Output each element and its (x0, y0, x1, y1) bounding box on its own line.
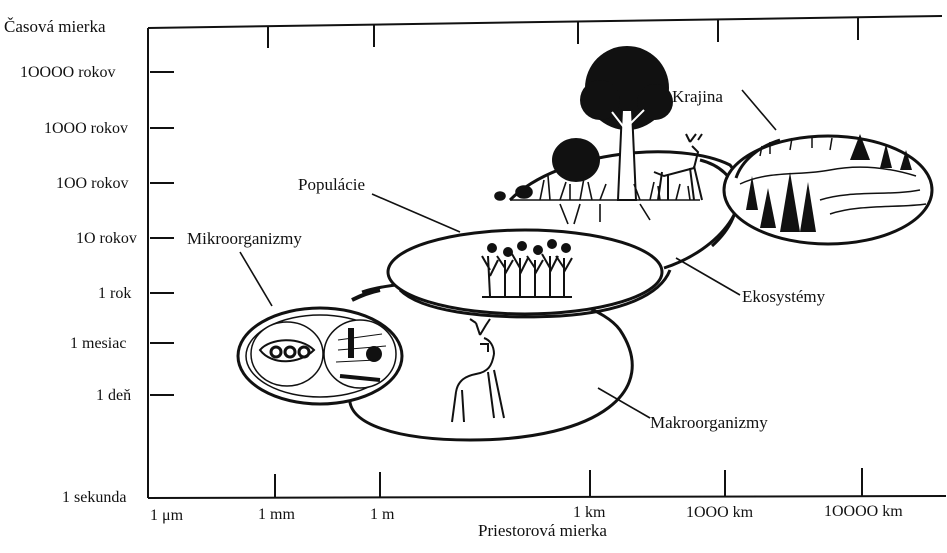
undergrowth-icon (495, 176, 700, 224)
microorganism-circle (238, 308, 402, 404)
y-tick-label: 1OOOO rokov (20, 64, 116, 81)
x-axis-title: Priestorová mierka (478, 521, 607, 540)
x-tick-label: 1 km (573, 504, 606, 521)
y-tick-label: 1O rokov (76, 230, 137, 247)
x-tick-label: 1 mm (258, 506, 295, 523)
y-tick-label: 1OO rokov (56, 175, 128, 192)
x-ticks (275, 468, 862, 497)
cell-right-icon (324, 320, 396, 388)
label-macro: Makroorganizmy (650, 413, 768, 432)
y-tick-labels: 1 sekunda 1 deň 1 mesiac 1 rok 1O rokov … (20, 64, 137, 506)
label-landscape: Krajina (672, 87, 723, 106)
x-tick-label: 1 m (370, 506, 395, 523)
x-tick-label: 1OOOO km (824, 503, 903, 520)
y-tick-label: 1 mesiac (70, 335, 126, 352)
x-tick-label: 1 μm (150, 507, 184, 524)
cell-left-icon (251, 322, 323, 386)
population-ellipse (388, 230, 670, 317)
y-ticks (150, 72, 174, 395)
y-tick-label: 1 rok (98, 285, 131, 302)
y-tick-label: 1OOO rokov (44, 120, 128, 137)
landscape-ellipse (724, 134, 932, 244)
label-micro: Mikroorganizmy (187, 229, 302, 248)
shrub-icon (552, 138, 600, 182)
label-ecosystem: Ekosystémy (742, 287, 826, 306)
tree-icon (580, 46, 673, 200)
label-population: Populácie (298, 175, 365, 194)
y-tick-label: 1 deň (96, 387, 131, 404)
y-axis-title: Časová mierka (4, 17, 106, 36)
y-tick-label: 1 sekunda (62, 489, 126, 506)
x-tick-label: 1OOO km (686, 504, 754, 521)
